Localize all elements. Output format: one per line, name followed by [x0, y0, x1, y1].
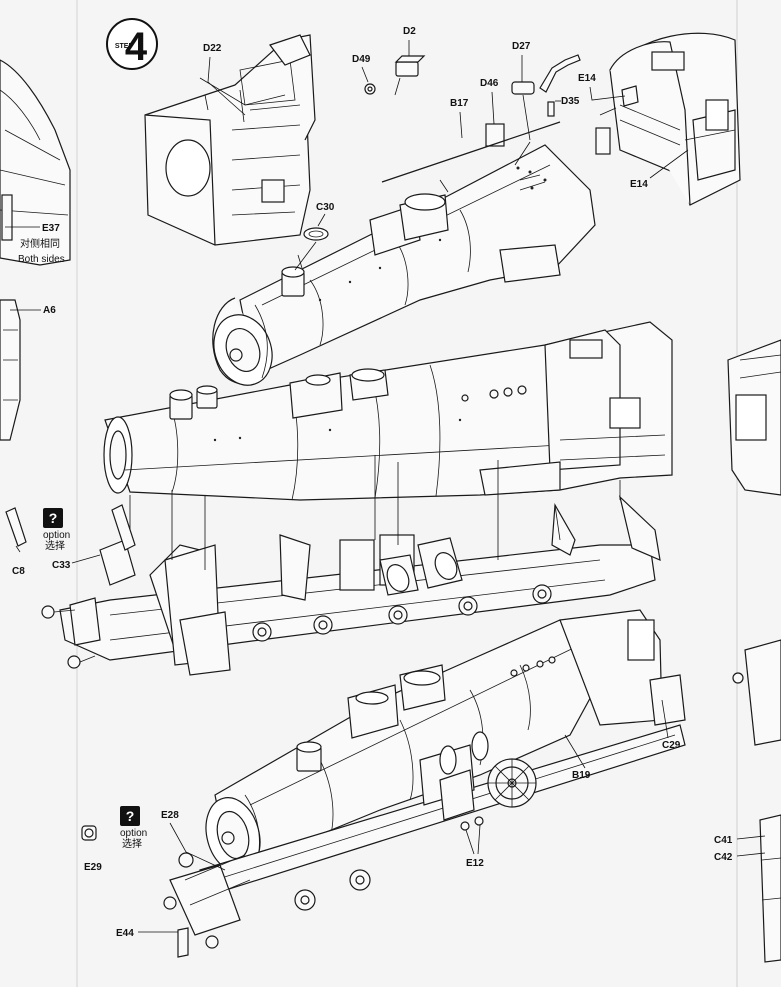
part-label-D27: D27 [512, 41, 531, 52]
part-D46 [485, 91, 505, 147]
part-label-B17: B17 [450, 98, 469, 109]
part-label-D49: D49 [352, 54, 371, 65]
part-D2 [394, 40, 426, 96]
option-badge-top: ? option 选择 [43, 508, 70, 552]
part-label-E14-bottom: E14 [630, 179, 648, 190]
both-sides-english: Both sides [18, 254, 65, 265]
part-C30 [294, 213, 329, 271]
step-badge: 4 STEP [106, 18, 158, 70]
chassis-frame [41, 495, 661, 676]
part-label-B19: B19 [572, 770, 591, 781]
part-label-E29: E29 [84, 862, 102, 873]
part-label-C30: C30 [316, 202, 335, 213]
part-D35 [547, 100, 561, 117]
part-C33 [71, 504, 136, 586]
leader-E14-bottom [649, 149, 689, 179]
leader-E28 [169, 822, 226, 871]
part-label-D46: D46 [480, 78, 499, 89]
leader-E14-top [589, 86, 626, 101]
option-label-top: option [43, 530, 70, 541]
boiler-middle [103, 321, 673, 501]
part-label-C42: C42 [714, 852, 733, 863]
leader-C29 [661, 699, 669, 739]
question-icon: ? [49, 510, 58, 526]
part-D49 [361, 66, 376, 95]
part-B17 [381, 111, 561, 193]
left-cab-fragment [0, 59, 71, 441]
option-chinese-top: 选择 [45, 539, 65, 552]
leader-C42 [736, 852, 766, 857]
step-label: STEP [115, 43, 134, 50]
part-label-E12: E12 [466, 858, 484, 869]
part-label-A6: A6 [43, 305, 56, 316]
leader-D22 [207, 56, 246, 116]
right-cab-fragment [727, 339, 781, 963]
boiler-upper [212, 144, 596, 386]
option-badge-bottom: ? option 选择 [120, 806, 147, 850]
part-label-C41: C41 [714, 835, 733, 846]
part-C8 [5, 507, 27, 553]
option-chinese-bottom: 选择 [122, 837, 142, 850]
part-label-D35: D35 [561, 96, 580, 107]
cab-top-right [595, 32, 741, 206]
part-E12 [460, 816, 484, 855]
question-icon-bottom: ? [126, 808, 135, 824]
part-E29 [81, 825, 97, 841]
part-label-E14-top: E14 [578, 73, 596, 84]
part-label-E44: E44 [116, 928, 134, 939]
assembly-arrows [129, 107, 621, 570]
cab-top-left [144, 34, 316, 246]
part-label-C29: C29 [662, 740, 681, 751]
leader-C41 [736, 835, 766, 840]
part-label-D22: D22 [203, 43, 222, 54]
step-number: 4 [125, 25, 148, 69]
assembled-locomotive [163, 609, 686, 958]
part-label-D2: D2 [403, 26, 416, 37]
part-label-C33: C33 [52, 560, 71, 571]
option-label-bottom: option [120, 828, 147, 839]
both-sides-chinese: 对侧相同 [20, 237, 60, 250]
part-label-E28: E28 [161, 810, 179, 821]
leader-B19 [564, 734, 586, 769]
part-label-C8: C8 [12, 566, 25, 577]
part-label-E37: E37 [42, 223, 60, 234]
